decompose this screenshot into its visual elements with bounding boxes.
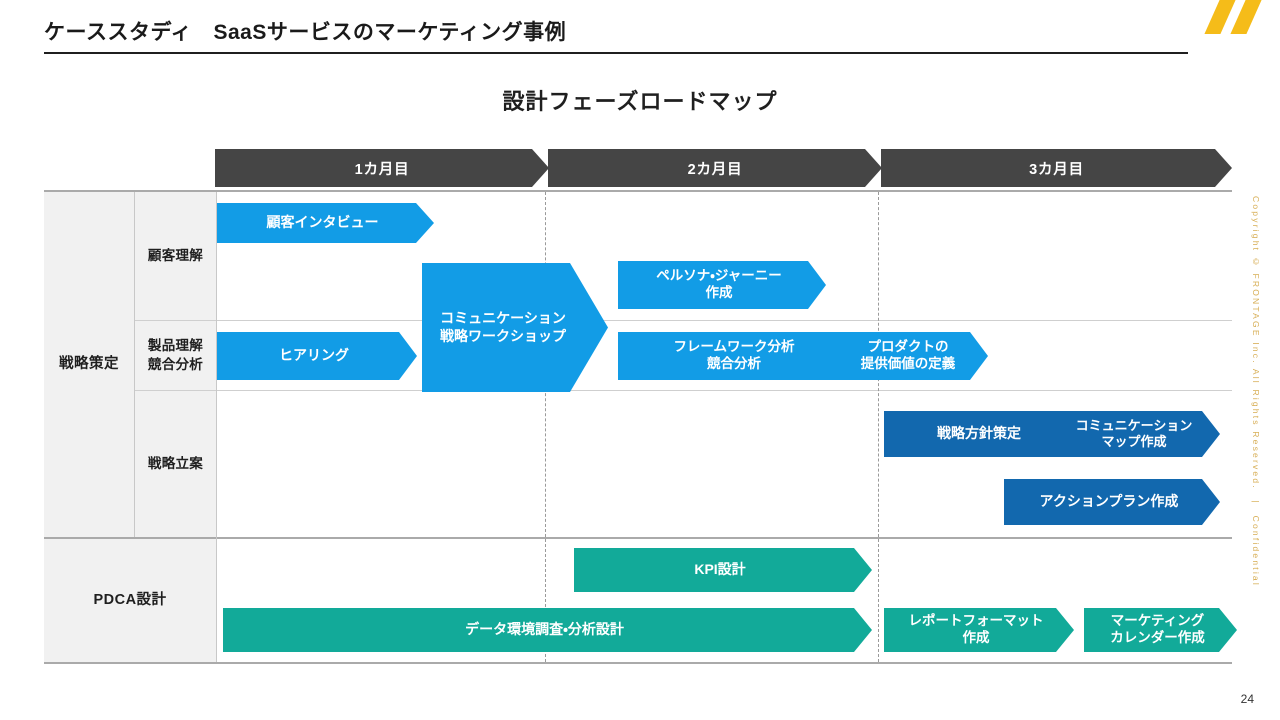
task-bar-layer: 顧客インタビュー ペルソナ・ジャーニー 作成 コミュニケーション 戦略ワークショ… bbox=[44, 192, 1232, 664]
task-label: KPI設計 bbox=[694, 561, 746, 578]
task-label: コミュニケーション 戦略ワークショップ bbox=[440, 310, 566, 344]
row-label-strategy-planning: 戦略立案 bbox=[135, 391, 216, 537]
month-divider-1 bbox=[545, 192, 546, 537]
page-number: 24 bbox=[1240, 692, 1254, 706]
task-bar-persona-journey: ペルソナ・ジャーニー 作成 bbox=[618, 261, 826, 309]
slide-header: ケーススタディ SaaSサービスのマーケティング事例 bbox=[44, 18, 1194, 48]
row-label-strategy: 戦略策定 bbox=[44, 192, 134, 537]
row-label-customer-understanding: 顧客理解 bbox=[135, 192, 216, 320]
grid-line-section bbox=[44, 537, 1232, 539]
task-label: マーケティング カレンダー作成 bbox=[1110, 613, 1205, 645]
task-bar-kpi-design: KPI設計 bbox=[574, 548, 872, 592]
month-divider-1b bbox=[545, 539, 546, 662]
phase-header-row: 1カ月目 2カ月目 3カ月目 bbox=[0, 149, 1280, 187]
task-label: アクションプラン作成 bbox=[1039, 493, 1179, 510]
grid-line-r1 bbox=[134, 320, 1232, 321]
month-divider-2 bbox=[878, 192, 879, 537]
grid-vline-group bbox=[134, 192, 135, 537]
grid-line-bottom bbox=[44, 662, 1232, 664]
task-label: コミュニケーション マップ作成 bbox=[1075, 417, 1193, 449]
task-bar-customer-interview: 顧客インタビュー bbox=[217, 203, 434, 243]
task-label: フレームワーク分析 競合分析 bbox=[673, 339, 795, 371]
phase-header-month3: 3カ月目 bbox=[881, 149, 1232, 187]
brand-slash-decoration bbox=[1188, 0, 1262, 34]
task-bar-hearing: ヒアリング bbox=[217, 332, 417, 380]
task-label: ヒアリング bbox=[279, 347, 349, 364]
phase-header-month1: 1カ月目 bbox=[215, 149, 549, 187]
row-label-product-competitor: 製品理解 競合分析 bbox=[135, 321, 216, 390]
grid-line-r2 bbox=[134, 390, 1232, 391]
task-label: 戦略方針策定 bbox=[937, 425, 1021, 442]
title-underline bbox=[44, 52, 1188, 54]
task-bar-marketing-calendar: マーケティング カレンダー作成 bbox=[1084, 608, 1237, 652]
task-bar-communication-workshop: コミュニケーション 戦略ワークショップ bbox=[422, 263, 608, 392]
grid-vline-sub bbox=[216, 192, 217, 662]
task-label: レポートフォーマット 作成 bbox=[908, 613, 1044, 645]
task-bar-action-plan: アクションプラン作成 bbox=[1004, 479, 1220, 525]
task-bar-strategy-policy: 戦略方針策定 bbox=[884, 411, 1080, 457]
task-bar-product-value-definition: プロダクトの 提供価値の定義 bbox=[834, 332, 988, 380]
task-label: プロダクトの 提供価値の定義 bbox=[860, 339, 956, 371]
task-bar-communication-map: コミュニケーション マップ作成 bbox=[1054, 411, 1220, 457]
row-label-pdca: PDCA設計 bbox=[44, 539, 216, 662]
task-bar-report-format: レポートフォーマット 作成 bbox=[884, 608, 1074, 652]
chart-title: 設計フェーズロードマップ bbox=[502, 89, 778, 114]
phase-header-month2: 2カ月目 bbox=[548, 149, 882, 187]
grid-line-top bbox=[44, 190, 1232, 192]
confidential-notice: Copyright © FRONTAGE Inc. All Rights Res… bbox=[1251, 196, 1261, 587]
month-divider-2b bbox=[878, 539, 879, 662]
roadmap-grid: 戦略策定 顧客理解 製品理解 競合分析 戦略立案 PDCA設計 顧客インタビュー… bbox=[44, 190, 1232, 664]
task-bar-framework-competitor: フレームワーク分析 競合分析 bbox=[618, 332, 856, 380]
task-label: 顧客インタビュー bbox=[266, 214, 379, 231]
page-title: ケーススタディ SaaSサービスのマーケティング事例 bbox=[44, 21, 567, 44]
task-label: ペルソナ・ジャーニー 作成 bbox=[656, 268, 782, 300]
task-bar-data-environment-analysis: データ環境調査・分析設計 bbox=[223, 608, 872, 652]
